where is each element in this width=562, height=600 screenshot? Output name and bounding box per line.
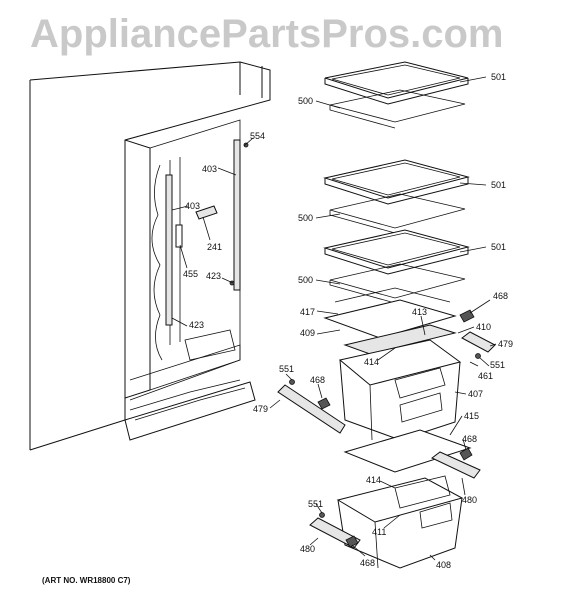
callout-501: 501	[491, 242, 506, 252]
callout-413: 413	[412, 307, 427, 317]
callout-423: 423	[206, 271, 221, 281]
callout-479: 479	[498, 339, 513, 349]
callout-labels: 501 500 501 500 501 500 554 403 403 241 …	[183, 72, 513, 570]
callout-411: 411	[372, 527, 386, 537]
slide-rails	[277, 309, 496, 549]
watermark-logo: AppliancePartsPros.com	[30, 12, 504, 56]
crisper-glass	[343, 429, 472, 473]
callout-461: 461	[478, 371, 493, 381]
cabinet-drawing	[29, 61, 271, 451]
callout-403: 403	[185, 201, 200, 211]
callout-551: 551	[279, 364, 294, 374]
callout-500: 500	[298, 213, 313, 223]
callout-408: 408	[436, 560, 451, 570]
callout-468: 468	[360, 558, 375, 568]
callout-501: 501	[491, 180, 506, 190]
callout-480: 480	[300, 544, 315, 554]
callout-455: 455	[183, 269, 198, 279]
callout-414: 414	[366, 475, 381, 485]
shelf-middle	[323, 159, 470, 234]
callout-551: 551	[308, 499, 323, 509]
callout-479: 479	[253, 404, 268, 414]
callout-554: 554	[250, 131, 265, 141]
lower-pan	[336, 475, 464, 569]
callout-423: 423	[189, 320, 204, 330]
upper-pan	[338, 339, 462, 441]
callout-415: 415	[464, 411, 479, 421]
callout-417: 417	[300, 307, 315, 317]
shelf-top	[324, 61, 469, 129]
callout-409: 409	[300, 328, 315, 338]
callout-468: 468	[493, 291, 508, 301]
callout-468: 468	[462, 434, 477, 444]
callout-480: 480	[462, 495, 477, 505]
callout-468: 468	[310, 375, 325, 385]
callout-500: 500	[298, 275, 313, 285]
callout-403: 403	[202, 164, 217, 174]
callout-551: 551	[490, 360, 505, 370]
callout-410: 410	[476, 322, 491, 332]
callout-241: 241	[207, 242, 222, 252]
callout-414: 414	[364, 357, 379, 367]
callout-500: 500	[298, 96, 313, 106]
crisper-cover	[323, 287, 457, 355]
callout-407: 407	[468, 389, 483, 399]
art-number: (ART NO. WR18800 C7)	[42, 576, 131, 585]
shelf-lower	[323, 229, 470, 304]
leader-lines	[171, 76, 497, 561]
callout-501: 501	[491, 72, 506, 82]
